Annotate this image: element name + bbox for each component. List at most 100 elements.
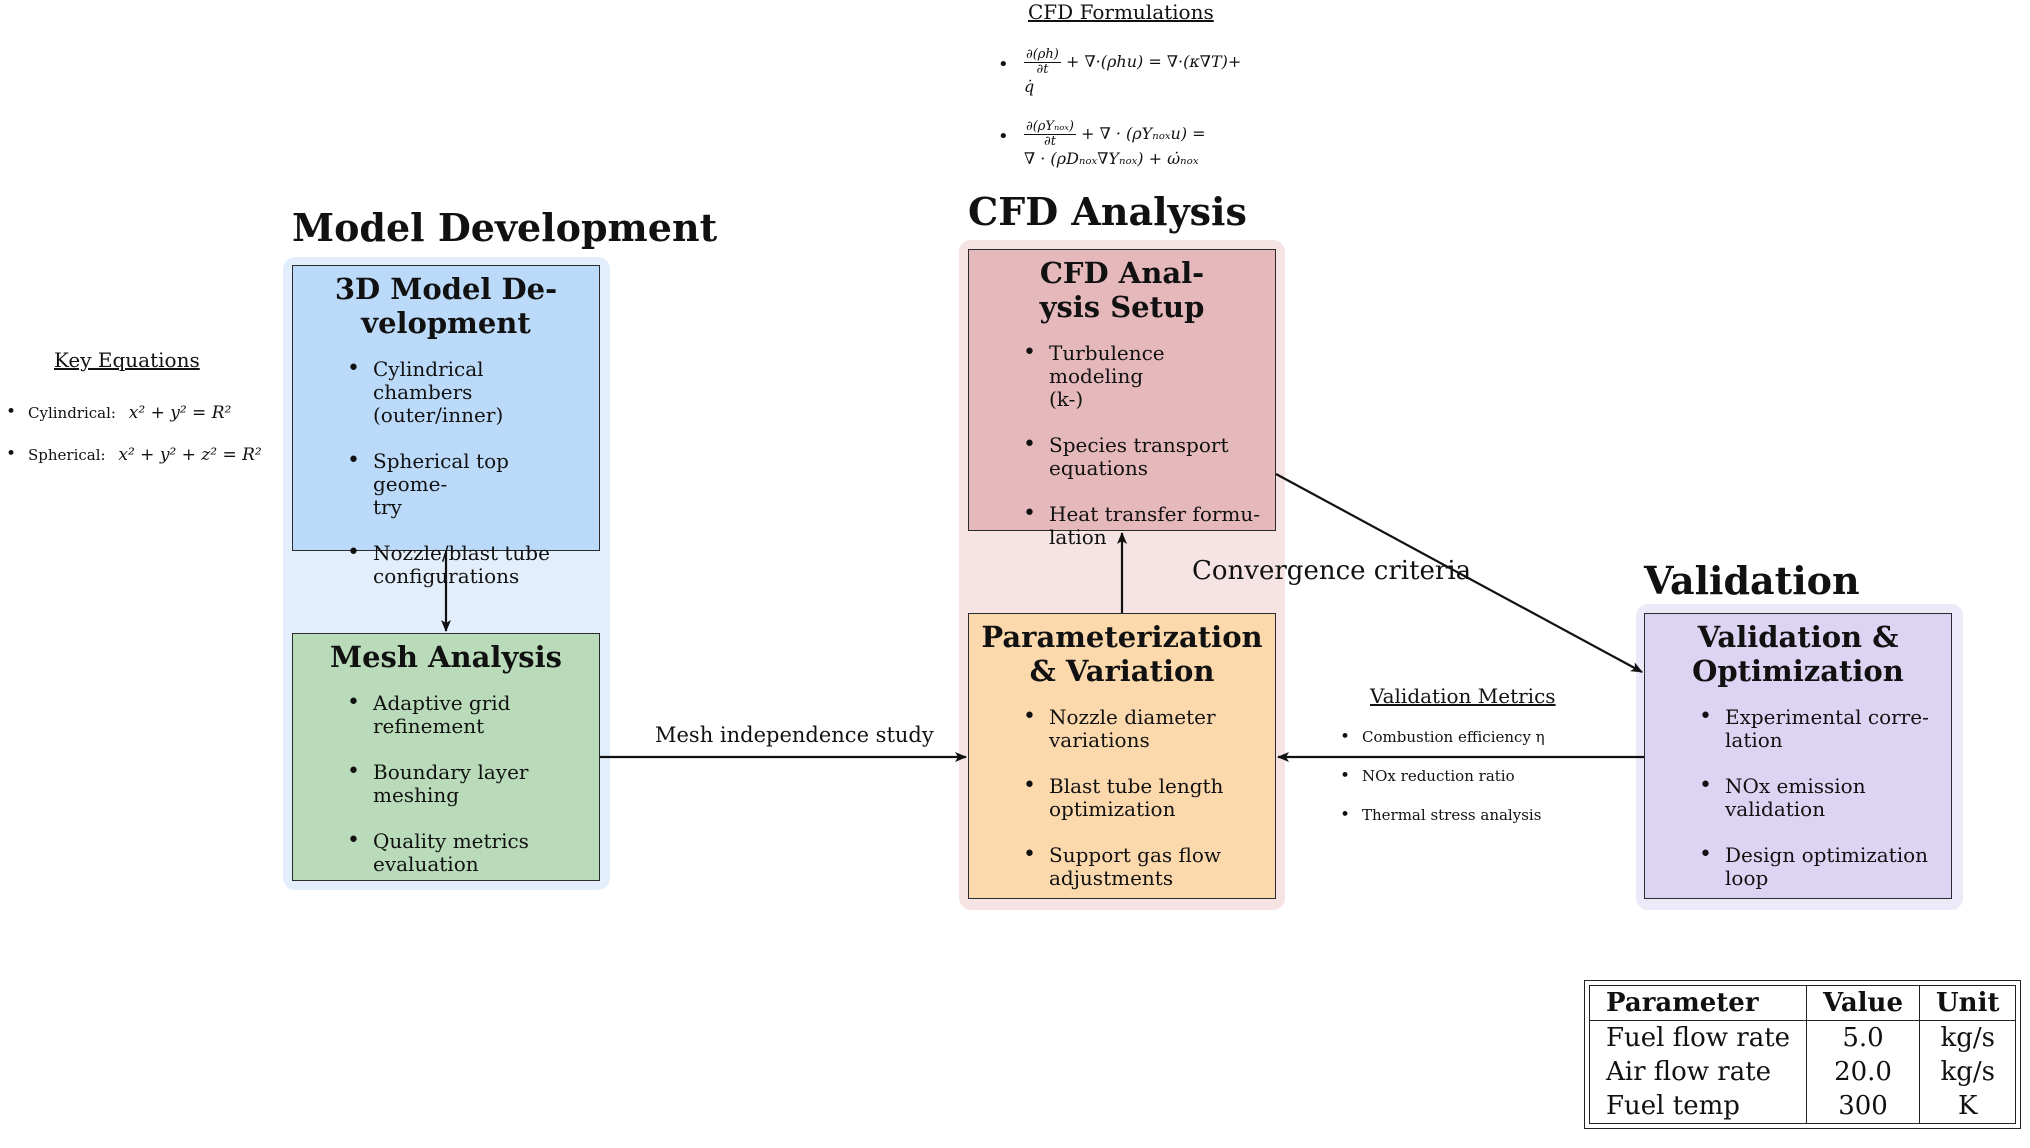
equation-label: Spherical:	[28, 446, 106, 464]
box-title-line: 3D Model De-	[334, 272, 558, 306]
box-title: Parameterization & Variation	[969, 620, 1275, 688]
item-line: lation	[1049, 525, 1107, 549]
parameter-table-frame: Parameter Value Unit Fuel flow rate 5.0 …	[1584, 980, 2022, 1129]
parameter-table-inner: Parameter Value Unit Fuel flow rate 5.0 …	[1589, 985, 2017, 1124]
mesh-independence-label: Mesh independence study	[655, 723, 934, 747]
table-cell: 5.0	[1806, 1020, 1920, 1055]
box-title-line: ysis Setup	[1039, 290, 1205, 324]
cfd-equation-2: • ∂(ρYₙₒₓ)∂t + ∇ · (ρYₙₒₓu) = ∇ · (ρDₙₒₓ…	[998, 120, 1206, 169]
bullet: •	[998, 126, 1009, 147]
table-cell: 20.0	[1806, 1055, 1920, 1089]
equation-text: + ∇·(ρhu) = ∇·(κ∇T)+	[1065, 52, 1242, 71]
item-line: (outer/inner)	[373, 403, 504, 427]
list-item: Heat transfer formu-lation	[1023, 502, 1263, 549]
cfd-formulations-title: CFD Formulations	[1028, 0, 1214, 24]
box-cfd-analysis-setup: CFD Anal- ysis Setup Turbulence modeling…	[968, 249, 1276, 549]
list-item: Cylindrical: x² + y² = R²	[6, 402, 262, 423]
box-title: 3D Model De- velopment	[293, 272, 599, 340]
box-parameterization-variation: Parameterization & Variation Nozzle diam…	[968, 613, 1276, 899]
table-cell: 300	[1806, 1089, 1920, 1123]
item-line: (k-)	[1049, 387, 1084, 411]
item-line: NOx emission	[1725, 774, 1866, 798]
table-row: Fuel flow rate 5.0 kg/s	[1590, 1020, 2016, 1055]
box-title: Mesh Analysis	[330, 640, 562, 674]
table-cell: Air flow rate	[1606, 1057, 1772, 1087]
validation-title: Validation	[1644, 558, 1860, 603]
item-line: Turbulence modeling	[1049, 341, 1165, 388]
equation-line: ∂(ρYₙₒₓ)∂t + ∇ · (ρYₙₒₓu) =	[1024, 120, 1206, 149]
equation-line: q̇	[1024, 77, 1035, 96]
table-row: Fuel temp 300 K	[1590, 1089, 2016, 1123]
key-equations-title: Key Equations	[54, 348, 200, 372]
box-title: Validation & Optimization	[1645, 620, 1951, 688]
equation: x² + y² = R²	[128, 403, 232, 423]
item-line: Nozzle/blast tube	[373, 541, 550, 565]
equation-label: Cylindrical:	[28, 404, 116, 422]
item-line: Heat transfer formu-	[1049, 502, 1261, 526]
list-item: Thermal stress analysis	[1340, 805, 1545, 825]
list-item: Experimental corre-lation	[1699, 705, 1939, 752]
item-line: optimization	[1049, 797, 1176, 821]
item-line: Species transport	[1049, 433, 1229, 457]
table-header: Unit	[1919, 986, 2016, 1021]
table-cell: Fuel flow rate	[1606, 1023, 1791, 1053]
table-header: Value	[1806, 986, 1920, 1021]
box-title-line: velopment	[361, 306, 531, 340]
box-title-line: CFD Anal-	[1039, 256, 1205, 290]
item-line: try	[373, 495, 402, 519]
table-cell: K	[1919, 1089, 2016, 1123]
equation-line: ∂(ρh)∂t + ∇·(ρhu) = ∇·(κ∇T)+	[1024, 48, 1241, 77]
item-line: lation	[1725, 728, 1783, 752]
list-item: Spherical: x² + y² + z² = R²	[6, 444, 262, 465]
convergence-criteria-label: Convergence criteria	[1192, 556, 1472, 586]
item-line: Blast tube length	[1049, 774, 1224, 798]
item-line: Cylindrical chambers	[373, 357, 484, 404]
box-validation-optimization: Validation & Optimization Experimental c…	[1644, 613, 1952, 899]
list-item: Spherical top geome-try	[347, 449, 587, 519]
box-item-list: Cylindrical chambers(outer/inner) Spheri…	[293, 357, 599, 588]
list-item: Combustion efficiency η	[1340, 727, 1545, 747]
item-line: Boundary layer	[373, 760, 529, 784]
box-title-line: Optimization	[1692, 654, 1904, 688]
item-line: loop	[1725, 866, 1769, 890]
table-header-row: Parameter Value Unit	[1590, 986, 2016, 1021]
item-line: meshing	[373, 783, 460, 807]
item-line: refinement	[373, 714, 485, 738]
item-line: variations	[1049, 728, 1150, 752]
table-cell: kg/s	[1919, 1055, 2016, 1089]
fraction-denominator: ∂t	[1044, 134, 1056, 149]
item-line: Quality metrics	[373, 829, 529, 853]
cfd-analysis-title: CFD Analysis	[968, 189, 1247, 234]
item-line: Adaptive grid	[373, 691, 511, 715]
list-item: Cylindrical chambers(outer/inner)	[347, 357, 587, 427]
box-item-list: Turbulence modeling(k-) Species transpor…	[969, 341, 1275, 549]
key-equations-list: Cylindrical: x² + y² = R² Spherical: x² …	[6, 402, 262, 465]
fraction-denominator: ∂t	[1036, 62, 1049, 77]
box-item-list: Experimental corre-lation NOx emissionva…	[1645, 705, 1951, 890]
box-title-line: Validation &	[1697, 620, 1899, 654]
list-item: Turbulence modeling(k-)	[1023, 341, 1263, 411]
item-line: Experimental corre-	[1725, 705, 1929, 729]
table-row: Air flow rate 20.0 kg/s	[1590, 1055, 2016, 1089]
parameter-table: Parameter Value Unit Fuel flow rate 5.0 …	[1590, 986, 2016, 1123]
equation-line: ∇ · (ρDₙₒₓ∇Yₙₒₓ) + ω̇ₙₒₓ	[1024, 149, 1199, 168]
item-line: adjustments	[1049, 866, 1174, 890]
box-title-line: Parameterization	[981, 620, 1263, 654]
model-development-title: Model Development	[292, 205, 718, 250]
list-item: NOx reduction ratio	[1340, 766, 1545, 786]
item-line: Design optimization	[1725, 843, 1929, 867]
equation: x² + y² + z² = R²	[118, 445, 262, 465]
item-line: Support gas flow	[1049, 843, 1222, 867]
fraction-numerator: ∂(ρYₙₒₓ)	[1024, 119, 1076, 135]
